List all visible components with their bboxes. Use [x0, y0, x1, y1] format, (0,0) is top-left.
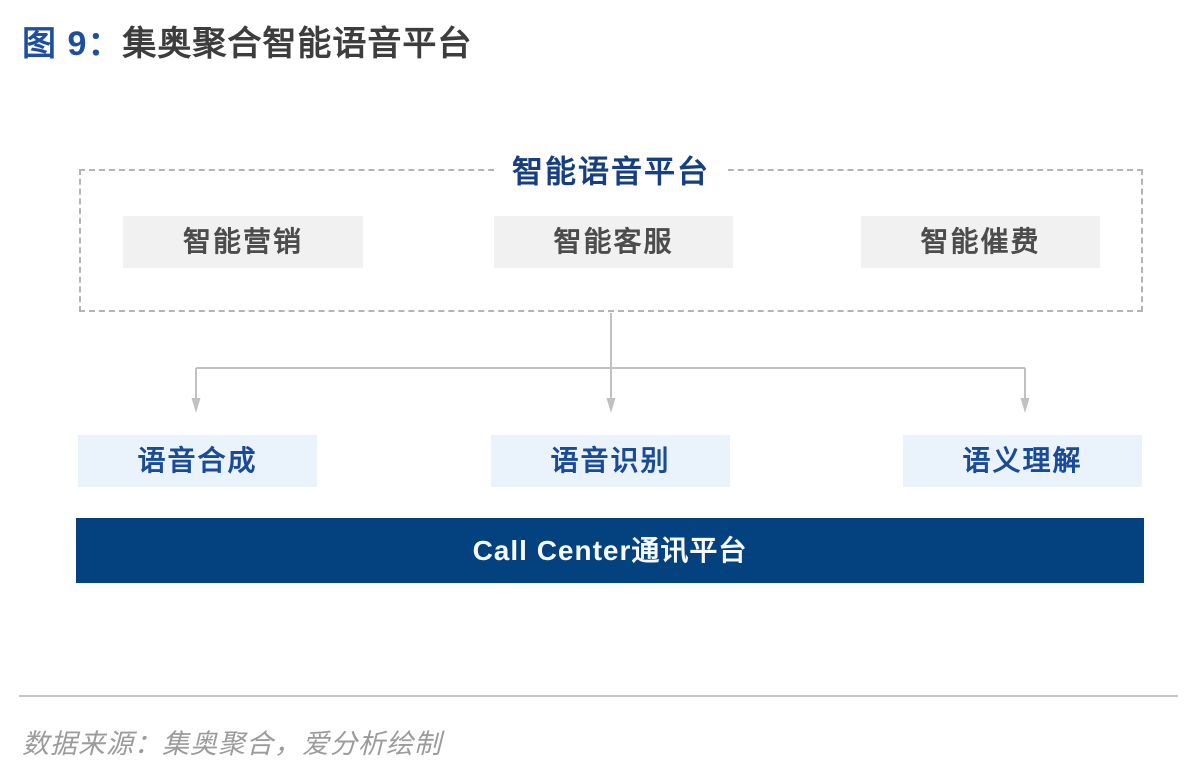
capability-box-semantic-understanding: 语义理解 [903, 435, 1142, 487]
figure-label: 图 9： [22, 25, 123, 63]
app-box-collection: 智能催费 [861, 216, 1100, 268]
figure-title-text: 集奥聚合智能语音平台 [122, 25, 473, 63]
footer-divider [19, 695, 1178, 697]
data-source: 数据来源：集奥聚合，爱分析绘制 [22, 729, 442, 759]
app-box-marketing: 智能营销 [123, 216, 363, 268]
capability-box-speech-recognition: 语音识别 [491, 435, 730, 487]
platform-title: 智能语音平台 [494, 146, 728, 192]
foundation-bar-call-center: Call Center通讯平台 [76, 518, 1144, 583]
left-arrowhead-icon [191, 398, 201, 413]
figure-title: 图 9：集奥聚合智能语音平台 [22, 16, 472, 65]
app-box-customer-service: 智能客服 [494, 216, 733, 268]
platform-container: 智能语音平台 智能营销 智能客服 智能催费 [79, 146, 1143, 312]
capability-box-speech-synthesis: 语音合成 [78, 435, 317, 487]
center-arrowhead-icon [606, 398, 616, 413]
right-arrowhead-icon [1020, 398, 1030, 413]
